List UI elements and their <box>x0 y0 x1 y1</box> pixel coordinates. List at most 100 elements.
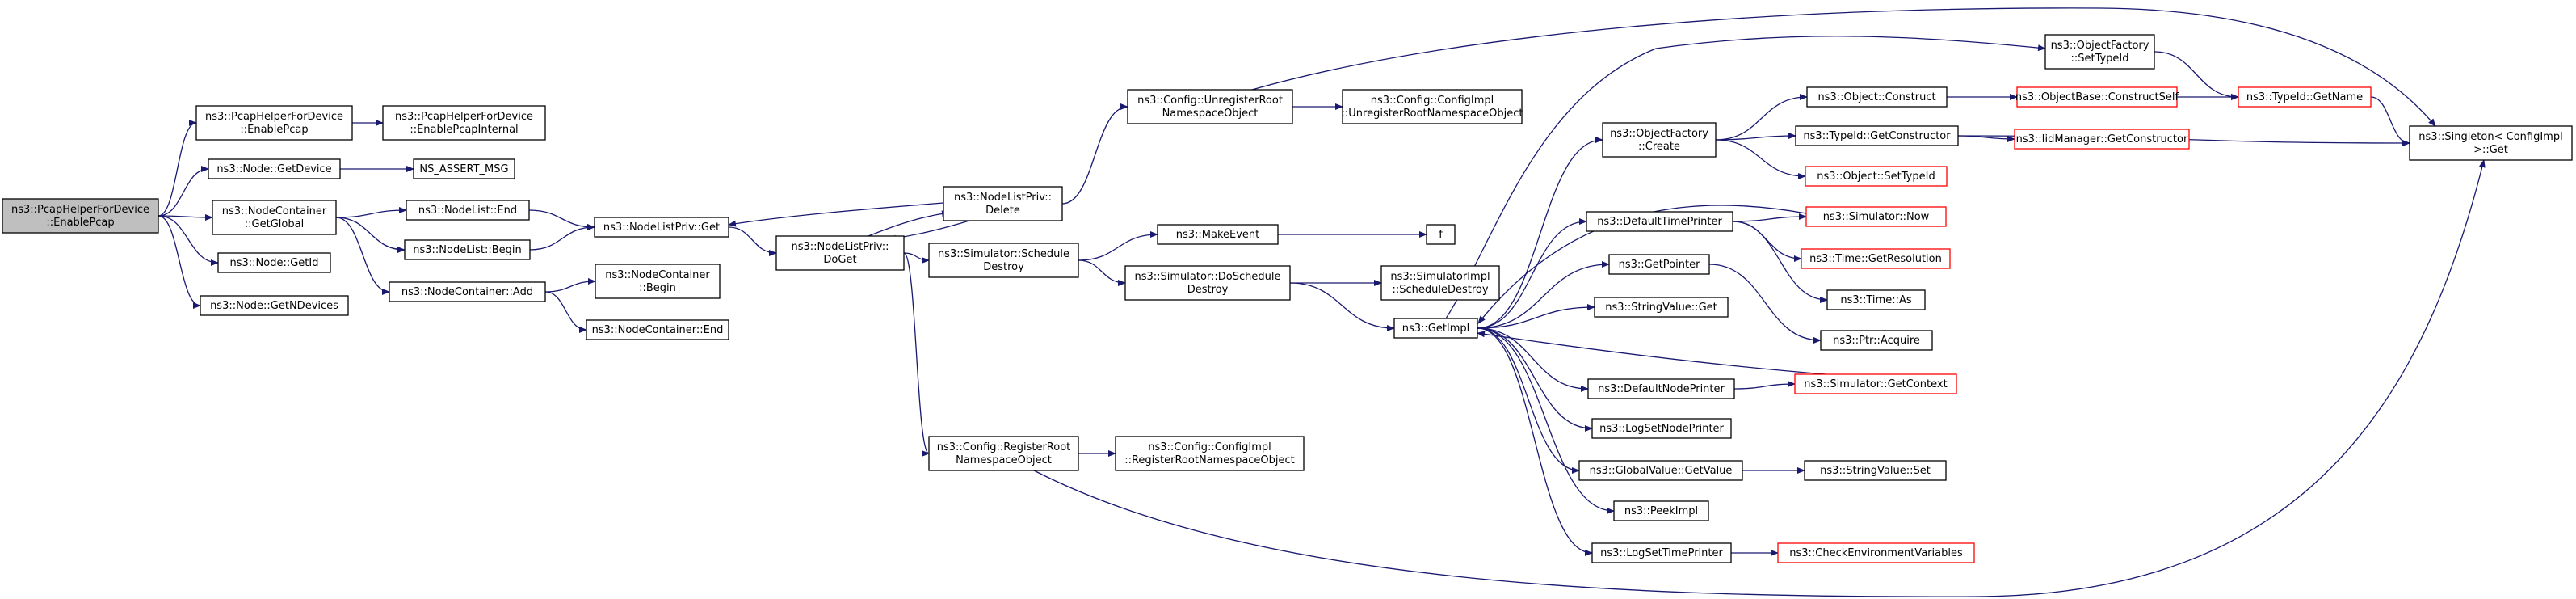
node-box <box>1157 224 1279 245</box>
node-typeidgetname[interactable]: ns3::TypeId::GetName <box>2238 86 2372 108</box>
node-box <box>1608 254 1710 275</box>
node-unregroot[interactable]: ns3::Config::UnregisterRootNamespaceObje… <box>1127 89 1293 124</box>
node-getdevice[interactable]: ns3::Node::GetDevice <box>208 158 341 179</box>
node-objsettypeid[interactable]: ns3::Object::SetTypeId <box>1805 166 1948 187</box>
node-label: ns3::StringValue::Get <box>1605 302 1717 314</box>
node-simnow[interactable]: ns3::Simulator::Now <box>1805 206 1947 227</box>
node-box <box>200 295 349 316</box>
node-objconstruct[interactable]: ns3::Object::Construct <box>1806 86 1948 108</box>
node-ofsettypeid[interactable]: ns3::ObjectFactory::SetTypeId <box>2044 34 2155 70</box>
node-nodelistbegin[interactable]: ns3::NodeList::Begin <box>404 239 531 260</box>
edge-unregroot-to-singleton <box>1251 7 2436 127</box>
node-simgetcontext[interactable]: ns3::Simulator::GetContext <box>1794 373 1957 394</box>
node-ncend[interactable]: ns3::NodeContainer::End <box>586 319 729 340</box>
node-makeevent[interactable]: ns3::MakeEvent <box>1157 224 1279 245</box>
node-getimpl[interactable]: ns3::GetImpl <box>1393 318 1478 339</box>
node-label: ::RegisterRootNamespaceObject <box>1124 454 1295 466</box>
node-label: Destroy <box>983 261 1024 273</box>
node-constructself[interactable]: ns3::ObjectBase::ConstructSelf <box>2015 86 2179 108</box>
node-box <box>212 200 337 235</box>
node-box <box>406 200 530 221</box>
node-logsettimeprinter[interactable]: ns3::LogSetTimePrinter <box>1591 542 1732 563</box>
node-ofcreate[interactable]: ns3::ObjectFactory::Create <box>1602 122 1717 158</box>
edge-deftimeprinter-to-timeas <box>1732 221 1828 303</box>
node-nlpdelete[interactable]: ns3::NodeListPriv::Delete <box>943 186 1063 221</box>
node-box <box>208 158 341 179</box>
node-checkenv[interactable]: ns3::CheckEnvironmentVariables <box>1777 542 1975 563</box>
node-ncbegin[interactable]: ns3::NodeContainer::Begin <box>595 264 721 299</box>
node-stringvalueset[interactable]: ns3::StringValue::Set <box>1804 460 1947 481</box>
node-nlpget[interactable]: ns3::NodeListPriv::Get <box>594 217 729 238</box>
edge-getimpl-to-ofsettypeid <box>1445 36 2046 319</box>
node-box <box>1586 211 1733 232</box>
node-label: ::Create <box>1638 141 1680 153</box>
node-box <box>2016 86 2178 108</box>
node-label: ::Begin <box>639 282 676 294</box>
node-getresolution[interactable]: ns3::Time::GetResolution <box>1801 248 1951 269</box>
node-implunreg[interactable]: ns3::Config::ConfigImpl::UnregisterRootN… <box>1342 89 1523 124</box>
edge-simgetcontext-to-getimpl <box>1477 331 1826 375</box>
node-getpointer[interactable]: ns3::GetPointer <box>1608 254 1710 275</box>
node-peekimpl[interactable]: ns3::PeekImpl <box>1613 500 1709 521</box>
node-regroot[interactable]: ns3::Config::RegisterRootNamespaceObject <box>928 436 1079 471</box>
node-getid[interactable]: ns3::Node::GetId <box>217 252 331 273</box>
edge-typeidgetname-to-singleton <box>2370 96 2410 146</box>
node-stringvalueget[interactable]: ns3::StringValue::Get <box>1594 297 1729 318</box>
node-nlpdoget[interactable]: ns3::NodeListPriv::DoGet <box>775 235 905 271</box>
edge-nlpget-to-nlpdoget <box>728 226 777 256</box>
node-label: ns3::PcapHelperForDevice <box>395 111 533 123</box>
edge-nodelistend-to-nlpget <box>528 209 595 230</box>
node-globalvaluegetvalue[interactable]: ns3::GlobalValue::GetValue <box>1578 460 1743 481</box>
node-box <box>1591 418 1732 439</box>
node-box <box>1393 318 1478 339</box>
node-label: ns3::GlobalValue::GetValue <box>1590 465 1733 477</box>
edge-getimpl-to-logsetnodeprinter <box>1477 327 1593 432</box>
node-box <box>1380 265 1500 301</box>
node-nodecontaineradd[interactable]: ns3::NodeContainer::Add <box>389 281 546 302</box>
node-enablepcap2[interactable]: ns3::PcapHelperForDevice::EnablePcap <box>195 105 353 141</box>
node-timeas[interactable]: ns3::Time::As <box>1826 289 1926 310</box>
node-typeidgetctor[interactable]: ns3::TypeId::GetConstructor <box>1795 125 1959 146</box>
node-label: ns3::Node::GetNDevices <box>210 300 338 312</box>
node-label: ns3::NodeContainer::End <box>592 324 724 336</box>
node-box <box>928 243 1079 278</box>
node-label: ns3::Simulator::DoSchedule <box>1134 271 1280 283</box>
node-singleton[interactable]: ns3::Singleton< ConfigImpl>::Get <box>2409 125 2573 161</box>
node-box <box>775 235 905 271</box>
node-box <box>382 105 546 141</box>
node-box <box>2044 34 2155 70</box>
node-box <box>1820 330 1933 351</box>
node-label: ns3::MakeEvent <box>1176 229 1260 241</box>
node-ptracquire[interactable]: ns3::Ptr::Acquire <box>1820 330 1933 351</box>
node-label: ns3::TypeId::GetName <box>2246 91 2363 103</box>
edge-getimpl-to-stringvalueget <box>1477 304 1595 329</box>
edge-getimpl-to-peekimpl <box>1477 327 1615 514</box>
node-nodelistend[interactable]: ns3::NodeList::End <box>406 200 530 221</box>
node-deftimeprinter[interactable]: ns3::DefaultTimePrinter <box>1586 211 1733 232</box>
node-label: DoGet <box>823 254 856 266</box>
node-logsetnodeprinter[interactable]: ns3::LogSetNodePrinter <box>1591 418 1732 439</box>
edge-getimpl-to-globalvaluegetvalue <box>1477 327 1580 474</box>
node-root[interactable]: ns3::PcapHelperForDevice::EnablePcap <box>2 198 159 234</box>
node-box <box>1591 542 1732 563</box>
node-box <box>1794 373 1957 394</box>
node-nsassert[interactable]: NS_ASSERT_MSG <box>413 158 515 179</box>
node-enablepcapinternal[interactable]: ns3::PcapHelperForDevice::EnablePcapInte… <box>382 105 546 141</box>
node-getndevices[interactable]: ns3::Node::GetNDevices <box>200 295 349 316</box>
edge-nlpdelete-to-nlpget <box>728 202 944 227</box>
edge-ofsettypeid-to-typeidgetname <box>2154 51 2239 100</box>
node-f[interactable]: f <box>1426 224 1456 245</box>
node-implreg[interactable]: ns3::Config::ConfigImpl::RegisterRootNam… <box>1115 436 1305 471</box>
node-label: ns3::StringValue::Set <box>1820 465 1931 477</box>
node-defnodeprinter[interactable]: ns3::DefaultNodePrinter <box>1587 378 1735 399</box>
node-simimplsched[interactable]: ns3::SimulatorImpl::ScheduleDestroy <box>1380 265 1500 301</box>
node-box <box>2014 129 2190 150</box>
node-label: ns3::Simulator::GetContext <box>1804 378 1947 390</box>
node-label: ns3::PcapHelperForDevice <box>205 111 343 123</box>
node-iidmanager[interactable]: ns3::IidManager::GetConstructor <box>2014 129 2190 150</box>
edge-getglobal-to-nodelistbegin <box>335 217 406 253</box>
node-label: ns3::Config::UnregisterRoot <box>1137 95 1283 107</box>
node-getglobal[interactable]: ns3::NodeContainer::GetGlobal <box>212 200 337 235</box>
node-schedestroy[interactable]: ns3::Simulator::ScheduleDestroy <box>928 243 1079 278</box>
